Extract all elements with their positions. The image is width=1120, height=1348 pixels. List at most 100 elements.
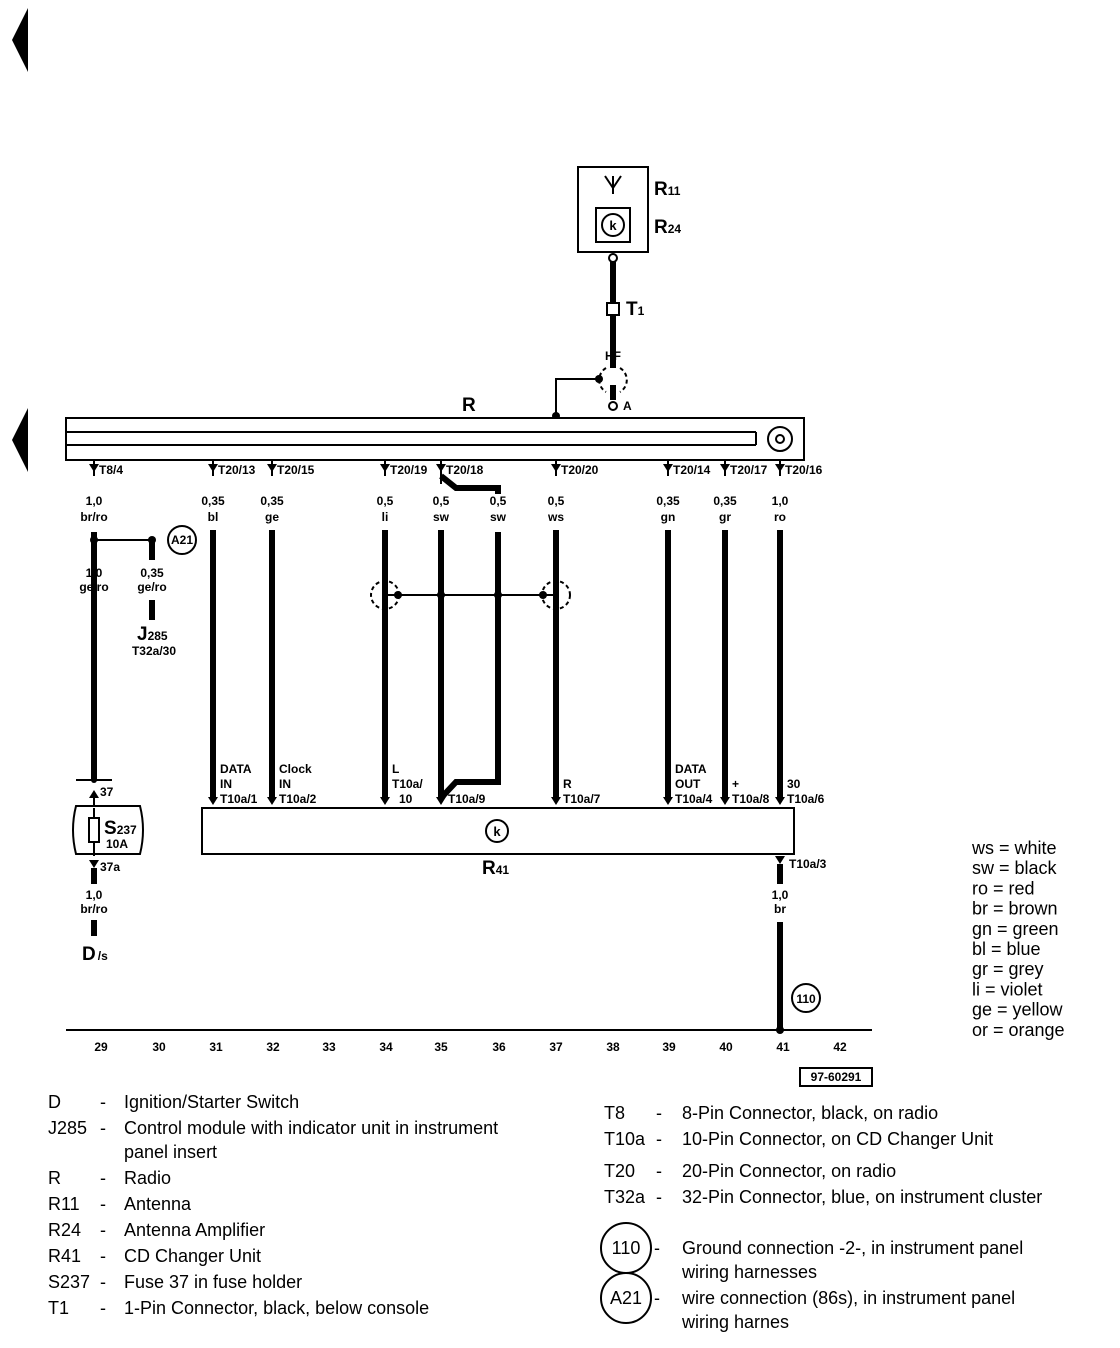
legend-separator: -: [100, 1168, 106, 1188]
legend-separator: -: [100, 1272, 106, 1292]
color-key-entry: gr = grey: [972, 959, 1044, 979]
svg-text:D/s: D/s: [82, 944, 108, 965]
wire-color-label: gn: [661, 510, 676, 524]
radio-label: R: [462, 395, 476, 416]
color-key-entry: br = brown: [972, 899, 1058, 919]
column-number: 39: [662, 1040, 676, 1054]
wire-color-label: ge: [265, 510, 279, 524]
ground-110-marker: 110: [796, 992, 816, 1006]
wire-size-label: 0,35: [713, 494, 737, 508]
fuse-out-pin: 37a: [100, 860, 120, 874]
cd-pin-arrow-icon: [551, 797, 561, 805]
cd-signal-label: DATA: [675, 762, 707, 776]
wire-size-label: 0,35: [260, 494, 284, 508]
cd-pin-label: T10a/2: [279, 792, 317, 806]
cd-signal-sub: 30: [787, 777, 801, 791]
wire-size-label: 0,5: [377, 494, 394, 508]
j285-pin: T32a/30: [132, 644, 176, 658]
legend-separator: -: [100, 1092, 106, 1112]
legend-separator: -: [100, 1118, 106, 1138]
k-symbol: k: [609, 218, 617, 233]
radio-pin-label: T20/19: [390, 463, 428, 477]
antenna-amplifier-box: k R11 R24: [577, 166, 682, 253]
legend-text: CD Changer Unit: [124, 1246, 261, 1266]
s237-sub: 237: [117, 823, 137, 837]
cd-pin-arrow-icon: [663, 797, 673, 805]
power-branch: A21 1,0 ge/ro 0,35 ge/ro J285 T32a/30 37…: [72, 525, 197, 965]
a21-branch-size: 0,35: [140, 566, 164, 580]
s237-label: S: [104, 818, 117, 839]
legend-separator: -: [654, 1288, 660, 1308]
legend-text: Ground connection -2-, in instrument pan…: [682, 1238, 1023, 1258]
wire-jumper: [439, 473, 501, 494]
cd-pin-arrow-icon: [267, 797, 277, 805]
legend-code: T1: [48, 1298, 69, 1318]
fuse-out-size: 1,0: [86, 888, 103, 902]
cd-signal-sub: +: [732, 777, 739, 791]
wire-size-label: 0,5: [490, 494, 507, 508]
legend-code: T8: [604, 1103, 625, 1123]
r24-sub: 24: [668, 222, 682, 236]
radio-pin-label: T20/15: [277, 463, 315, 477]
color-key-entry: bl = blue: [972, 939, 1041, 959]
svg-text:R11: R11: [654, 179, 681, 200]
r11-sub: 11: [668, 184, 681, 198]
cd-pin-label: T10a/7: [563, 792, 601, 806]
t1-label: T: [626, 299, 638, 320]
component-legend-right: T8-8-Pin Connector, black, on radioT10a-…: [604, 1103, 1042, 1207]
wire-size-label: 1,0: [772, 494, 789, 508]
fuse-in-pin: 37: [100, 785, 114, 799]
legend-separator: -: [100, 1220, 106, 1240]
fuse-out-color: br/ro: [80, 902, 107, 916]
cd-pin-arrow-icon: [208, 797, 218, 805]
cd-signal-sub: T10a/: [392, 777, 423, 791]
ignition-sub: /s: [98, 949, 108, 963]
cd-pin-label: T10a/6: [787, 792, 825, 806]
column-number: 34: [379, 1040, 393, 1054]
column-number: 42: [833, 1040, 847, 1054]
color-key-entry: sw = black: [972, 858, 1058, 878]
legend-separator: -: [656, 1161, 662, 1181]
legend-text: wire connection (86s), in instrument pan…: [681, 1288, 1015, 1308]
legend-code: A21: [610, 1288, 642, 1308]
previous-page-arrow-icon-2[interactable]: [12, 408, 28, 472]
color-key-entry: li = violet: [972, 979, 1043, 999]
legend-text: 8-Pin Connector, black, on radio: [682, 1103, 938, 1123]
wires: 1,0br/ro0,35bl0,35ge0,5li0,5sw0,5sw0,5ws…: [80, 473, 789, 801]
wire-size-label: 1,0: [86, 494, 103, 508]
legend-separator: -: [656, 1103, 662, 1123]
legend-text: 1-Pin Connector, black, below console: [124, 1298, 429, 1318]
svg-text:R41: R41: [482, 858, 509, 879]
color-key-entry: ge = yellow: [972, 1000, 1064, 1020]
a-label: A: [623, 399, 632, 413]
column-number: 33: [322, 1040, 336, 1054]
cd-pin-label: T10a/9: [448, 792, 486, 806]
cd-signal-sub: IN: [279, 777, 291, 791]
legend-separator: -: [100, 1246, 106, 1266]
shield-markers: [370, 580, 571, 610]
hf-label: HF: [605, 349, 621, 363]
legend-text: Antenna Amplifier: [124, 1220, 265, 1240]
r24-label: R: [654, 217, 668, 238]
legend-text: panel insert: [124, 1142, 217, 1162]
previous-page-arrow-icon[interactable]: [12, 8, 28, 72]
radio-pin-label: T20/14: [673, 463, 711, 477]
antenna-cable: T1 HF A: [552, 253, 645, 420]
reference-code: 97-60291: [811, 1070, 862, 1084]
cd-signal-sub: OUT: [675, 777, 701, 791]
r11-label: R: [654, 179, 668, 200]
legend-code: 110: [612, 1238, 641, 1258]
cd-changer-unit: k R41: [201, 807, 795, 879]
legend-code: T20: [604, 1161, 635, 1181]
radio-pin-label: T20/20: [561, 463, 599, 477]
column-number: 31: [209, 1040, 223, 1054]
color-key-entry: ro = red: [972, 878, 1035, 898]
legend-text: wiring harnes: [681, 1312, 789, 1332]
legend-text: 20-Pin Connector, on radio: [682, 1161, 896, 1181]
radio-pin-label: T20/18: [446, 463, 484, 477]
left-branch-size: 1,0: [86, 566, 103, 580]
